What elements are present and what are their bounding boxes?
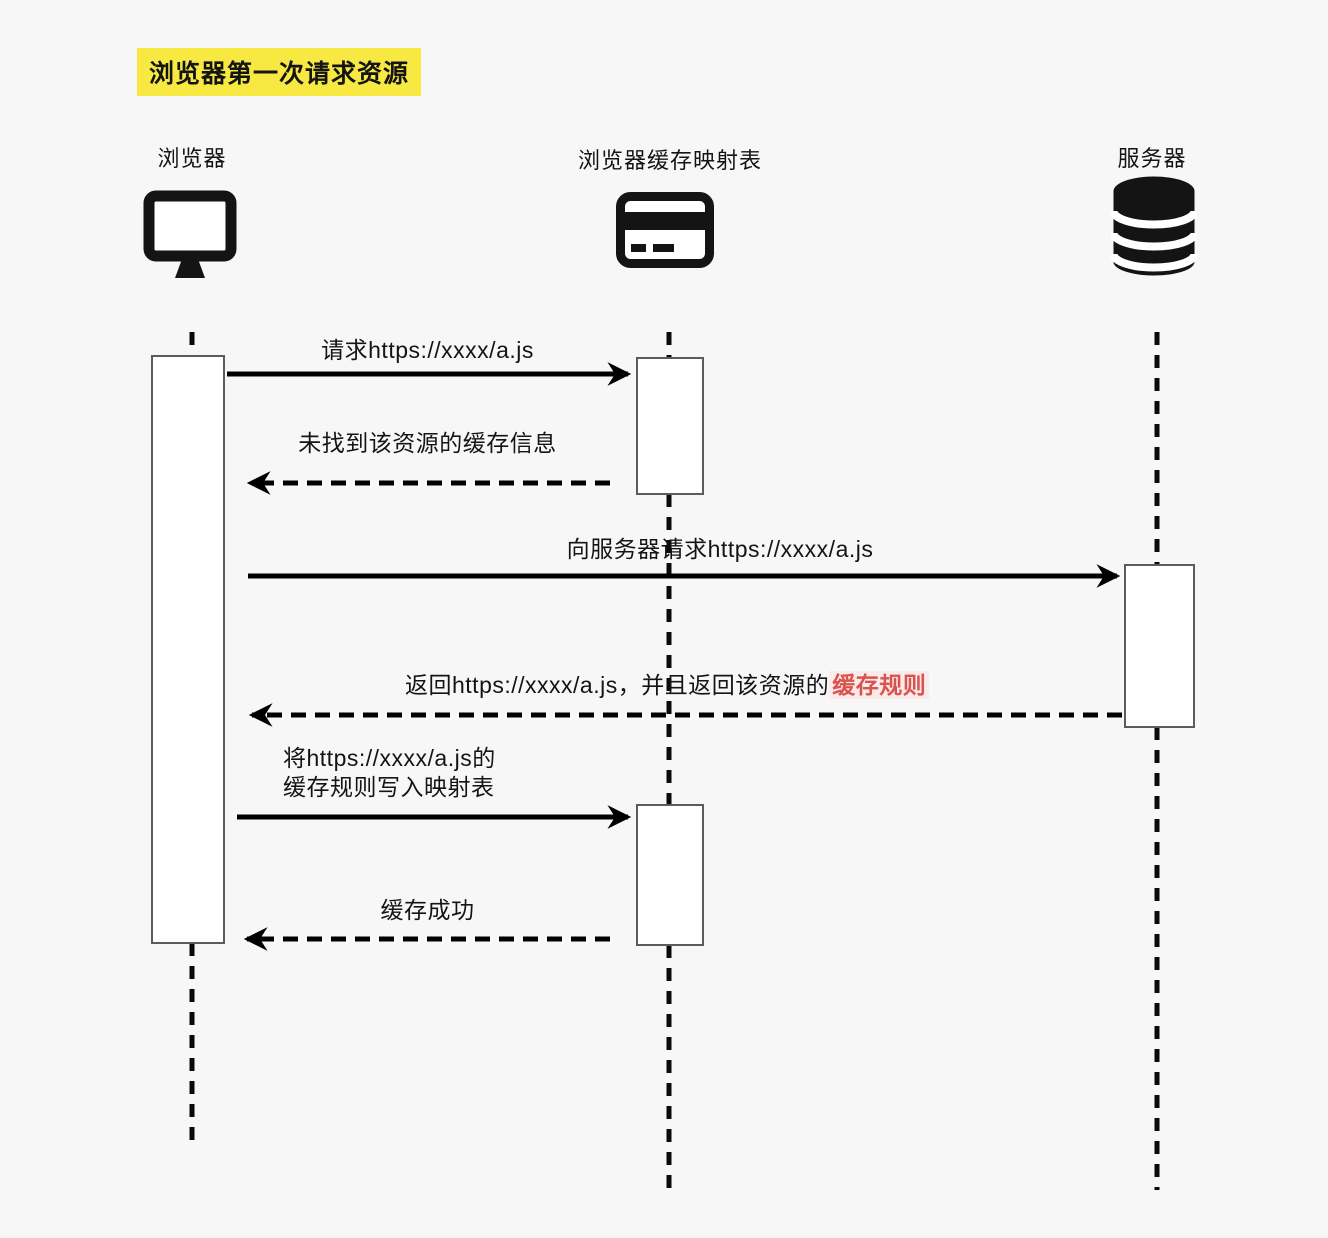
message-label-request-server: 向服务器请求https://xxxx/a.js [566,536,874,562]
return-rules-text: 返回https://xxxx/a.js，并且返回该资源的 [405,672,830,698]
message-label-write-rules: 将https://xxxx/a.js的 缓存规则写入映射表 [283,744,496,802]
cache-activation-bar-1 [636,357,704,495]
write-rules-line2: 缓存规则写入映射表 [283,774,495,800]
database-icon [1111,176,1197,276]
actor-label-server: 服务器 [1117,146,1187,171]
card-icon [616,192,714,268]
cache-activation-bar-2 [636,804,704,946]
actor-label-cache-table: 浏览器缓存映射表 [577,148,763,173]
diagram-title: 浏览器第一次请求资源 [137,48,422,96]
message-label-return-rules: 返回https://xxxx/a.js，并且返回该资源的缓存规则 [405,666,930,700]
message-label-cache-not-found: 未找到该资源的缓存信息 [298,430,557,456]
server-activation-bar [1124,564,1195,728]
monitor-icon [143,190,237,278]
message-label-cache-success: 缓存成功 [380,897,475,923]
cache-rules-highlight: 缓存规则 [829,671,930,699]
write-rules-line1: 将https://xxxx/a.js的 [283,745,496,771]
actor-label-browser: 浏览器 [157,146,227,171]
browser-activation-bar [151,355,225,944]
message-label-request-ajs: 请求https://xxxx/a.js [321,337,534,363]
